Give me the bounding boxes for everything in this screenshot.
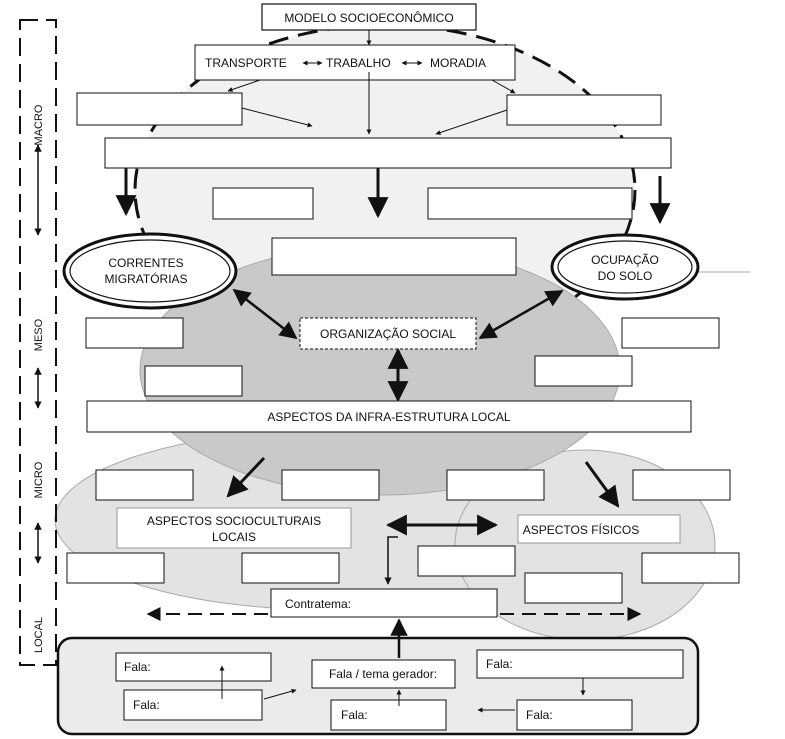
arrow-infra-socio	[226, 456, 266, 498]
tema-gerador-label: Fala / tema gerador:	[329, 667, 437, 681]
empty-box-mid-left	[212, 187, 314, 220]
ocupacao-ellipse-outer	[550, 233, 700, 301]
arrow-left-converge	[241, 107, 313, 128]
infra-box	[86, 400, 692, 433]
scale-local: LOCAL	[33, 617, 45, 653]
scale-bracket	[19, 19, 57, 666]
scale-macro: MACRO	[33, 104, 45, 145]
infra-label: ASPECTOS DA INFRA-ESTRUTURA LOCAL	[267, 410, 510, 424]
fala-label-4: Fala:	[486, 657, 513, 671]
empty-box-wide	[104, 137, 672, 169]
contratema-box	[270, 588, 498, 618]
arrow-down-contratema	[384, 536, 398, 585]
fala-label-3: Fala:	[341, 708, 368, 722]
modelo-box	[261, 3, 477, 31]
fala-box-4	[476, 649, 684, 679]
arrow-moradia-right	[491, 79, 516, 94]
arrow-correntes-organizacao	[232, 288, 298, 340]
socio-box	[116, 507, 352, 549]
transporte-label: TRANSPORTE	[205, 56, 287, 70]
ocupacao-label-2: DO SOLO	[598, 269, 653, 283]
correntes-label-1: CORRENTES	[108, 256, 183, 270]
arrow-fala2-tema	[263, 688, 297, 700]
empty-box-low-1	[66, 552, 165, 584]
fisicos-label: ASPECTOS FÍSICOS	[523, 522, 639, 537]
empty-box-meso-right-2	[534, 355, 633, 387]
empty-box-low-4	[641, 552, 740, 584]
arrow-transporte-left	[227, 79, 261, 92]
empty-box-top-right	[506, 94, 662, 126]
fala-label-2: Fala:	[133, 698, 160, 712]
scale-meso: MESO	[33, 318, 45, 351]
modelo-label: MODELO SOCIOECONÔMICO	[284, 10, 453, 25]
socio-label-2: LOCAIS	[212, 530, 256, 544]
empty-box-micro-1	[95, 469, 194, 501]
fala-label-5: Fala:	[526, 708, 553, 722]
fala-box-5	[516, 699, 633, 731]
contratema-label: Contratema:	[285, 597, 351, 611]
organizacao-label: ORGANIZAÇÃO SOCIAL	[320, 327, 456, 341]
empty-box-micro-4	[632, 469, 731, 501]
socio-label-1: ASPECTOS SOCIOCULTURAIS	[147, 514, 321, 528]
empty-box-low-3	[417, 545, 516, 577]
fala-box-2	[123, 689, 263, 721]
empty-box-center	[271, 237, 517, 276]
tema-gerador-box	[311, 659, 456, 689]
scale-micro: MICRO	[33, 461, 45, 498]
fisicos-box	[517, 514, 681, 544]
empty-box-meso-left-1	[85, 317, 184, 349]
ocupacao-label-1: OCUPAÇÃO	[591, 253, 659, 267]
empty-box-top-left	[76, 92, 243, 126]
transporte-frame	[194, 44, 516, 81]
correntes-ellipse-inner	[69, 239, 231, 303]
fala-box-1	[115, 652, 272, 682]
arrow-ocupacao-organizacao	[478, 289, 564, 340]
empty-box-meso-left-2	[144, 365, 243, 397]
ocupacao-ellipse-inner	[557, 240, 693, 294]
empty-box-low-5	[524, 572, 623, 604]
correntes-label-2: MIGRATÓRIAS	[104, 271, 187, 286]
fala-box-3	[330, 699, 447, 731]
organizacao-box	[299, 317, 477, 350]
empty-box-micro-2	[281, 469, 380, 501]
empty-box-mid-right	[427, 187, 633, 220]
empty-box-meso-right-1	[621, 317, 720, 349]
empty-box-low-2	[241, 552, 340, 584]
arrow-right-converge	[435, 109, 508, 135]
correntes-ellipse-outer	[62, 232, 238, 310]
empty-box-micro-3	[446, 469, 545, 501]
trabalho-label: TRABALHO	[326, 56, 391, 70]
moradia-label: MORADIA	[430, 56, 486, 70]
fala-label-1: Fala:	[124, 660, 151, 674]
arrow-infra-fisicos	[584, 461, 620, 508]
